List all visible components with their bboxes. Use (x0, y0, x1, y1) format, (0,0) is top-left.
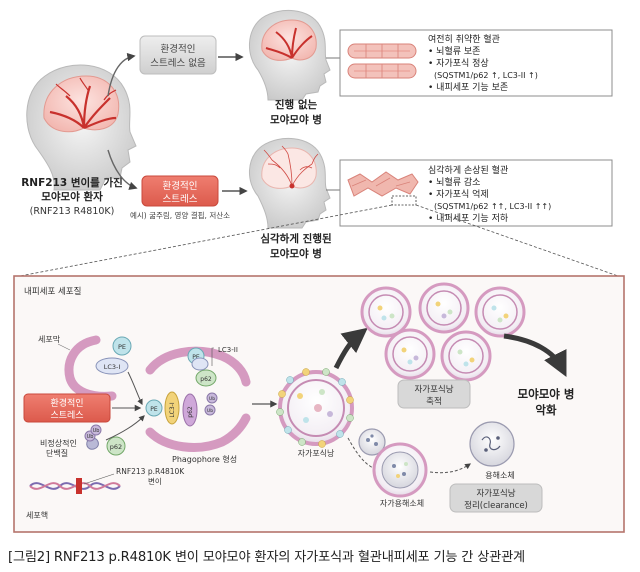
cytoplasm-title: 내피세포 세포질 (24, 286, 81, 297)
phagophore-label: Phagophore 형성 (172, 455, 237, 464)
stress-line1: 환경적인 (163, 180, 198, 192)
cell-stress-box: 환경적인 스트레스 (23, 393, 111, 423)
figure-caption: [그림2] RNF213 p.R4810K 변이 모야모야 환자의 자가포식과 … (8, 550, 525, 565)
progressed-outcome-1: 심각하게 진행된 (260, 232, 331, 245)
nucleus-label: 세포핵 (26, 510, 48, 520)
damaged-vessel-illustration (347, 171, 419, 206)
arrow-to-no-stress (107, 52, 136, 97)
lower-box-title: 심각하게 손상된 혈관 (428, 164, 508, 176)
lower-box-item-2: (SQSTM1/p62 ↑↑, LC3-II ↑↑) (434, 202, 551, 211)
abnormal-protein-label-1: 비정상적인 (40, 438, 77, 448)
cell-stress-line1: 환경적인 (50, 397, 83, 409)
no-stress-box: 환경적인 스트레스 없음 (139, 35, 217, 75)
stress-line2: 스트레스 (163, 194, 198, 205)
pe-lc3i-pair: PE LC3-I (95, 336, 132, 375)
progressed-outcome-2: 모야모야 병 (270, 247, 322, 260)
p62-label-2: p62 (200, 376, 212, 383)
preserved-vessel-illustration (347, 43, 417, 79)
lower-box-item-1: • 자가포식 억제 (428, 188, 489, 200)
phagophore: PE PE LC3-I p62 p62 Ub Ub (145, 346, 251, 452)
upper-box-item-3: • 내피세포 기능 보존 (428, 82, 508, 93)
stable-outcome-2: 모야모야 병 (270, 113, 322, 126)
lc3i-label: LC3-I (104, 363, 121, 371)
lysosome-small (358, 428, 386, 456)
lysosome-label: 용해소체 (485, 470, 514, 480)
no-stress-line2: 스트레스 없음 (150, 57, 206, 69)
worsening-line2: 악화 (535, 403, 557, 417)
mutation-label-2: 변이 (148, 476, 162, 486)
arrow-to-stress (107, 149, 138, 190)
pe-label: PE (118, 343, 126, 351)
clearance-line1: 자가포식낭 (476, 488, 515, 499)
lc3ii-label: LC3-II (218, 346, 238, 354)
accumulation-line1: 자가포식낭 (414, 384, 453, 395)
ubiquitinated-protein: Ub Ub p62 (84, 424, 126, 456)
worsening-line1: 모야모야 병 (518, 387, 575, 401)
arrow-to-accumulation (333, 327, 368, 370)
stable-outcome-1: 진행 없는 (275, 98, 318, 111)
patient-variant: (RNF213 R4810K) (30, 206, 115, 217)
autophagosome-label: 자가포식낭 (298, 448, 335, 458)
progressed-head-illustration (249, 137, 331, 229)
damaged-vessel-box: 심각하게 손상된 혈관 • 뇌혈류 감소 • 자가포식 억제 (SQSTM1/p… (339, 159, 613, 227)
ub-label-1: Ub (87, 434, 94, 440)
zoom-line-right (415, 204, 619, 277)
lower-box-item-3: • 내피세포 기능 저하 (428, 213, 509, 224)
dna-helix (29, 478, 121, 494)
upper-box-item-1: • 자가포식 정상 (428, 58, 489, 69)
pe-label-3: PE (192, 354, 200, 361)
ub-label-2: Ub (93, 428, 100, 434)
pe-label-2: PE (150, 406, 158, 413)
patient-head-illustration (26, 64, 137, 191)
p62-label-1: p62 (110, 443, 122, 451)
arrow-to-worsening (503, 333, 567, 377)
preserved-vessel-box: 여전히 취약한 혈관 • 뇌혈류 보존 • 자가포식 정상 (SQSTM1/p6… (339, 29, 613, 97)
patient-label-2: 모야모야 환자 (41, 190, 103, 203)
upper-box-title: 여전히 취약한 혈관 (428, 33, 500, 45)
lc3-label: LC3-I (169, 402, 176, 418)
autophagosome (276, 368, 354, 448)
membrane-label: 세포막 (38, 334, 61, 344)
upper-box-item-2: (SQSTM1/p62 ↑, LC3-II ↑) (434, 71, 538, 80)
cell-stress-line2: 스트레스 (50, 410, 83, 421)
clearance-box: 자가포식낭 정리(clearance) (449, 483, 543, 513)
stress-examples: 예시) 굶주림, 영양 결핍, 저산소 (130, 210, 230, 220)
accumulated-autophagosomes (360, 282, 526, 382)
ub-label-3: Ub (207, 408, 213, 414)
autolysosome (372, 442, 428, 498)
clearance-line2: 정리(clearance) (464, 500, 528, 511)
no-stress-line1: 환경적인 (161, 43, 196, 55)
lower-box-item-0: • 뇌혈류 감소 (428, 176, 480, 188)
autolysosome-label: 자가용해소체 (380, 498, 424, 508)
stable-head-illustration (248, 9, 331, 101)
upper-box-item-0: • 뇌혈류 보존 (428, 45, 480, 57)
mutation-label-1: RNF213 p.R4810K (116, 467, 185, 476)
p62-label-vertical: p62 (187, 406, 194, 418)
lysosome (469, 421, 515, 467)
accumulation-box: 자가포식낭 축적 (397, 379, 471, 409)
zoom-line-left (19, 204, 393, 277)
stress-box: 환경적인 스트레스 (141, 175, 219, 207)
ub-label-4: Ub (209, 396, 215, 402)
abnormal-protein-label-2: 단백질 (46, 448, 68, 458)
accumulation-line2: 축적 (426, 396, 442, 407)
patient-label: RNF213 변이를 가진 (21, 176, 123, 189)
